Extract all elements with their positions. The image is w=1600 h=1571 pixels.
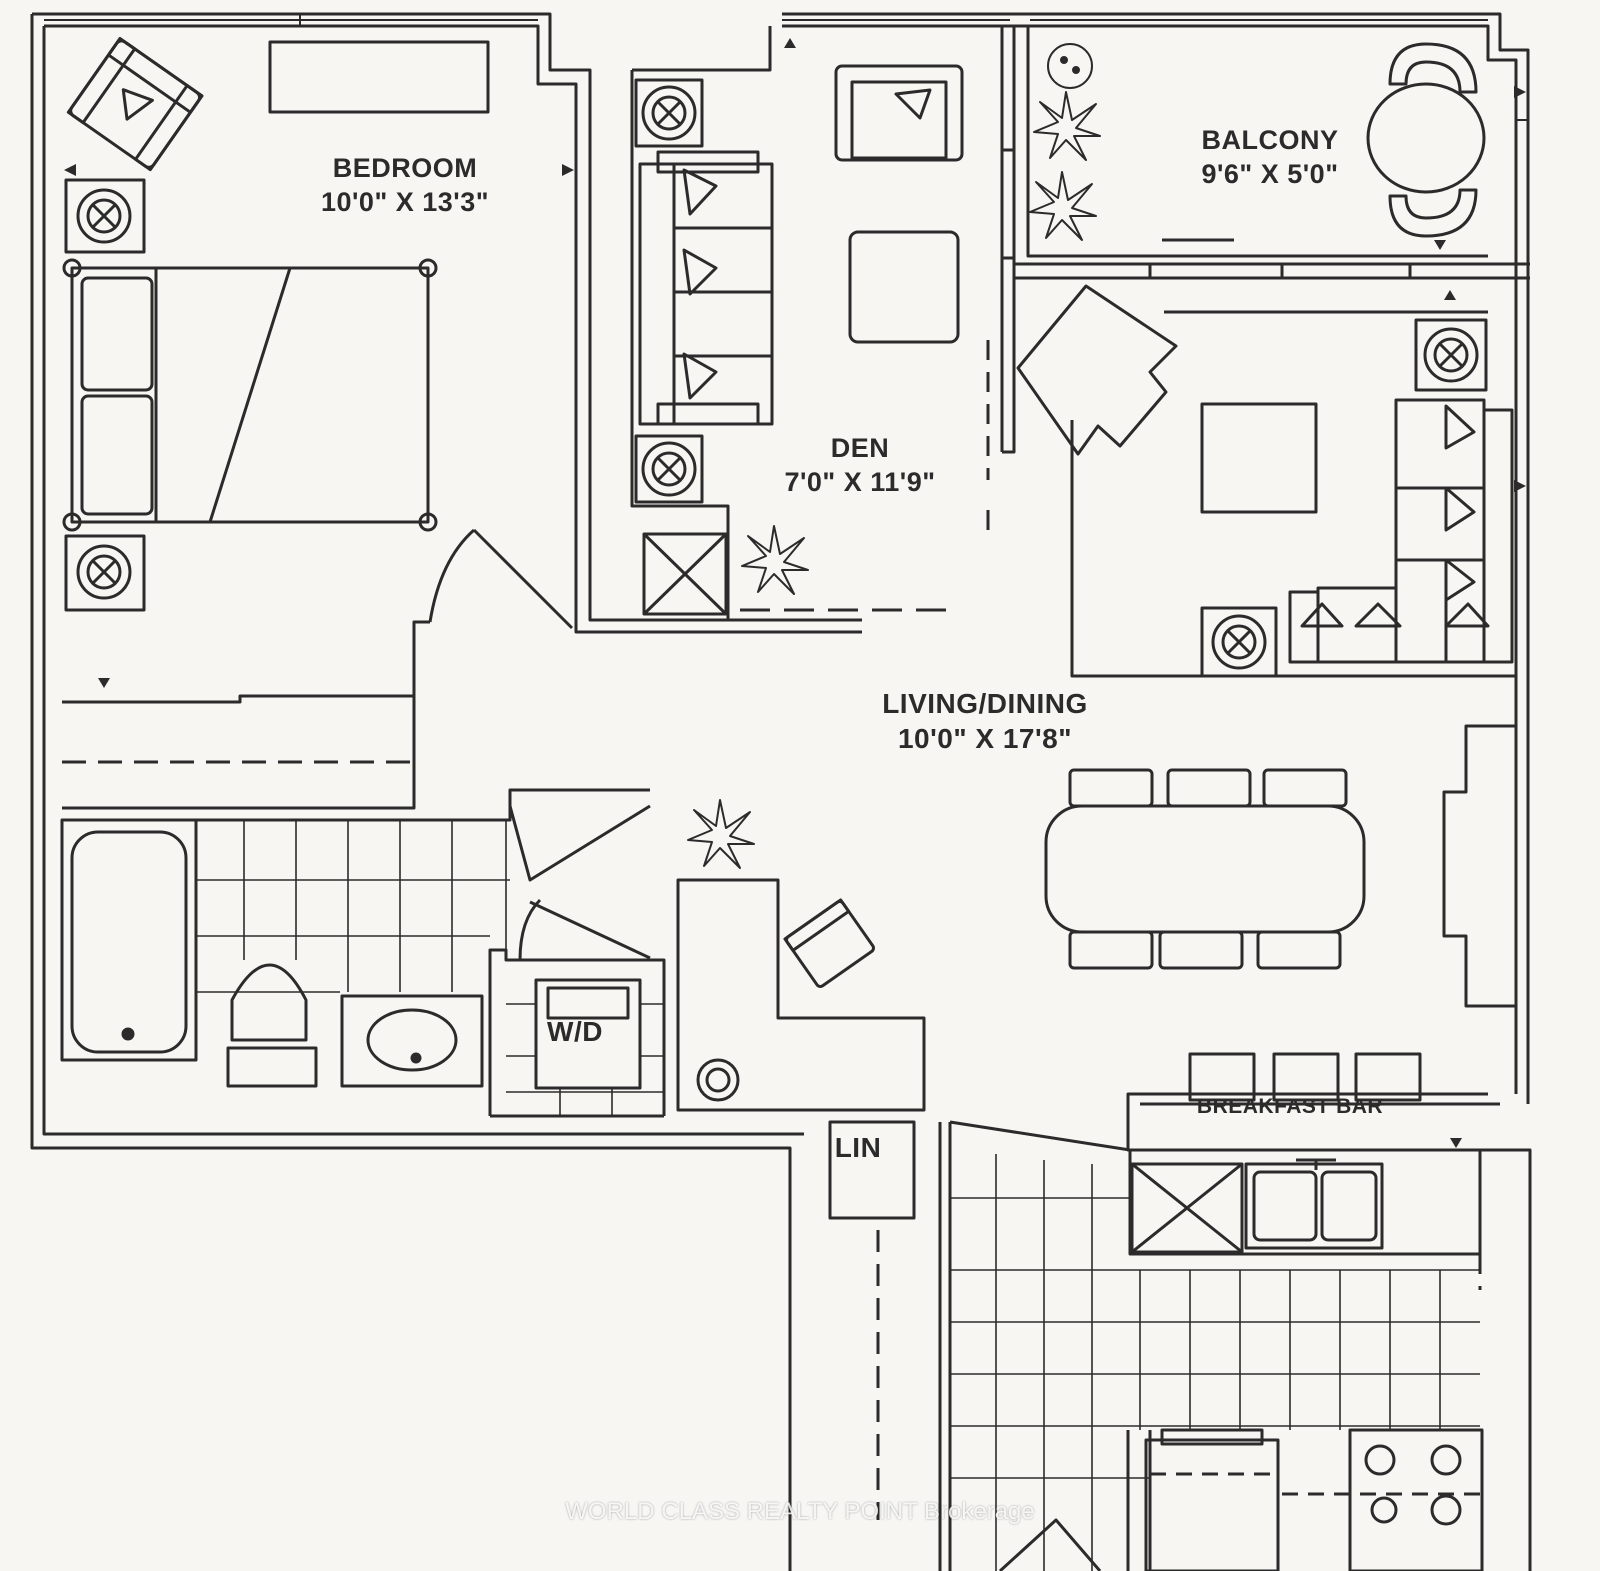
bedroom-label: BEDROOM 10'0" X 13'3" xyxy=(290,152,520,220)
plants xyxy=(687,43,1101,869)
bedroom xyxy=(62,37,574,810)
bedroom-size: 10'0" X 13'3" xyxy=(320,186,490,217)
balcony xyxy=(1014,26,1530,280)
breakfast-bar-label: BREAKFAST BAR xyxy=(1196,1095,1384,1118)
laundry xyxy=(488,948,666,1118)
balcony-label: BALCONY 9'6" X 5'0" xyxy=(1160,124,1380,192)
living-dining-size: 10'0" X 17'8" xyxy=(897,723,1073,754)
bathroom xyxy=(60,788,651,1088)
washer-dryer-label: W/D xyxy=(547,1016,603,1047)
living-dining-name: LIVING/DINING xyxy=(882,688,1088,719)
den xyxy=(630,26,1016,620)
watermark: WORLD CLASS REALTY POINT Brokerage xyxy=(565,1498,1035,1525)
balcony-size: 9'6" X 5'0" xyxy=(1201,158,1339,189)
kitchen xyxy=(828,1052,1484,1571)
exterior-walls xyxy=(30,12,1532,1571)
den-label: DEN 7'0" X 11'9" xyxy=(760,432,960,500)
balcony-name: BALCONY xyxy=(1201,125,1339,155)
bedroom-name: BEDROOM xyxy=(332,153,478,183)
living-dining-label: LIVING/DINING 10'0" X 17'8" xyxy=(850,686,1120,756)
linen-closet-label: LIN xyxy=(834,1132,882,1163)
den-size: 7'0" X 11'9" xyxy=(784,466,936,497)
windows xyxy=(44,14,1528,121)
living-area xyxy=(676,284,1518,1112)
direction-marks xyxy=(64,38,1526,1148)
den-name: DEN xyxy=(830,433,890,463)
